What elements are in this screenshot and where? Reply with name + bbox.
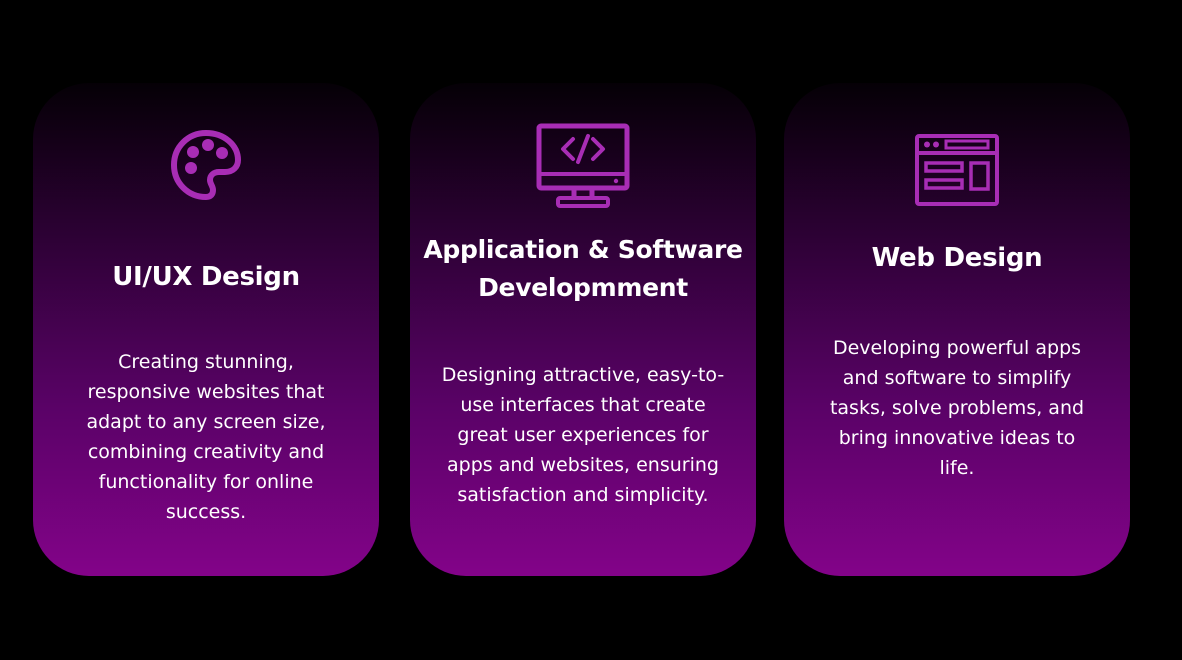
monitor-code-icon <box>536 123 630 211</box>
card-title: Application & Software Developmment <box>423 235 743 302</box>
card-title: Web Design <box>871 243 1043 273</box>
card-description: Creating stunning, responsive websites t… <box>86 351 326 523</box>
service-card-ui-ux: UI/UX Design Creating stunning, responsi… <box>33 83 379 576</box>
web-layout-icon <box>914 133 1000 207</box>
service-card-app-software: Application & Software Developmment Desi… <box>410 83 756 576</box>
card-description: Developing powerful apps and software to… <box>829 337 1085 479</box>
card-description: Designing attractive, easy-to-use interf… <box>441 364 725 506</box>
palette-icon <box>169 128 243 202</box>
service-card-web-design: Web Design Developing powerful apps and … <box>784 83 1130 576</box>
card-title: UI/UX Design <box>112 262 300 292</box>
